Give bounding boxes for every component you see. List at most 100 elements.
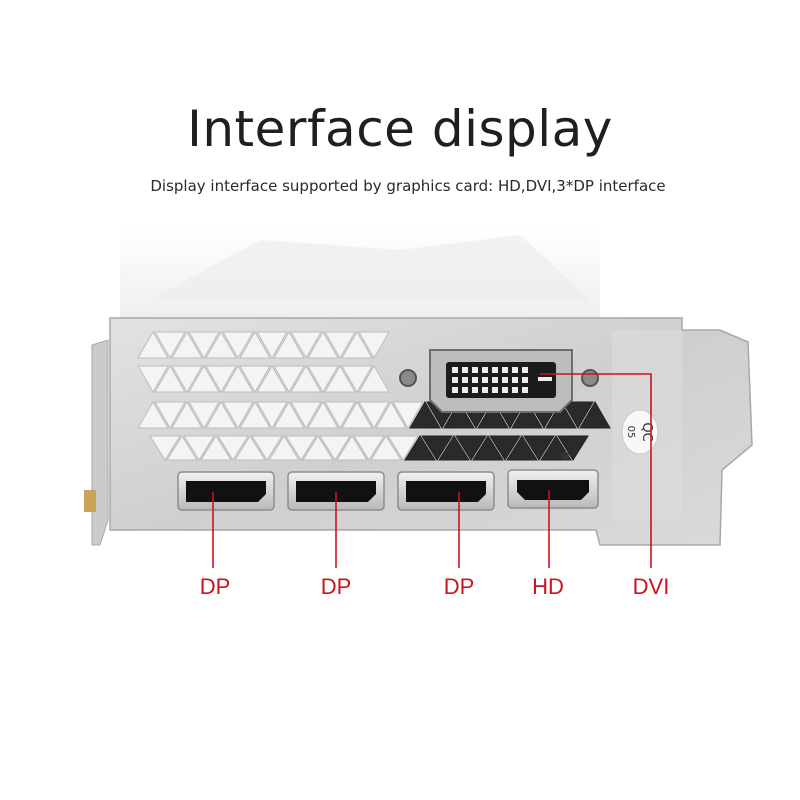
vent-hole [149, 435, 181, 461]
port-label-dp-2: DP [320, 574, 352, 599]
vent-hole [234, 435, 266, 461]
vent-hole [183, 435, 215, 461]
dvi-pin [492, 377, 498, 383]
vent-hole [290, 331, 322, 360]
vent-hole [421, 435, 453, 461]
card-body-faded [120, 228, 600, 328]
port-label-dp-1: DP [199, 574, 231, 599]
vent-hole [438, 435, 470, 461]
vent-hole [489, 435, 521, 461]
vent-hole [137, 365, 169, 394]
vent-hole [358, 364, 390, 393]
vent-hole [307, 365, 339, 394]
vent-hole [353, 435, 385, 461]
vent-hole [324, 401, 356, 430]
page-subtitle: Display interface supported by graphics … [150, 177, 666, 195]
vent-hole [217, 435, 249, 461]
vent-hole [251, 435, 283, 461]
vent-hole [404, 435, 436, 461]
dvi-pin [522, 367, 528, 373]
dvi-pin [452, 377, 458, 383]
vent-hole [409, 400, 441, 429]
vent-hole [222, 364, 254, 393]
port-hdmi [507, 452, 599, 509]
vent-hole [319, 435, 351, 461]
vent-hole [205, 400, 237, 429]
vent-hole [154, 401, 186, 430]
vent-hole [166, 435, 198, 461]
qc-sticker: QC 05 [621, 409, 659, 455]
vent-hole [273, 330, 305, 359]
vent-hole [188, 401, 220, 430]
vent-hole [256, 401, 288, 430]
port-dp-2 [287, 471, 385, 511]
vent-hole [455, 435, 487, 461]
vent-hole [341, 330, 373, 359]
vent-hole [222, 331, 254, 360]
vent-hole [171, 330, 203, 359]
dvi-pin [472, 387, 478, 393]
vent-hole [336, 435, 368, 461]
vent-hole [341, 400, 373, 429]
vent-hole [205, 365, 237, 394]
page-title: Interface display [187, 100, 613, 158]
vent-hole [256, 331, 288, 360]
vent-hole [154, 364, 186, 393]
callout-lines [212, 373, 652, 568]
vent-hole [307, 400, 339, 429]
dvi-pin [452, 387, 458, 393]
vent-hole [290, 401, 322, 430]
dvi-pin [472, 377, 478, 383]
dvi-pin [482, 367, 488, 373]
vent-hole [392, 401, 424, 430]
port-label-hd: HD [532, 574, 564, 599]
vent-hole [290, 364, 322, 393]
vent-hole [171, 365, 203, 394]
vent-hole [137, 400, 169, 429]
vent-hole [239, 365, 271, 394]
dvi-blade [538, 377, 552, 381]
vent-hole [256, 364, 288, 393]
vent-hole [154, 331, 186, 360]
dvi-connector [399, 349, 599, 413]
vent-hole [171, 400, 203, 429]
dvi-pin [492, 387, 498, 393]
qc-number: 05 [625, 426, 636, 439]
dvi-pin [482, 377, 488, 383]
vent-hole [579, 400, 611, 429]
dvi-pin [512, 387, 518, 393]
port-dp-3 [397, 471, 495, 511]
dvi-pin [472, 367, 478, 373]
port-dp-1 [177, 471, 275, 511]
dvi-pin [522, 387, 528, 393]
dvi-pin [462, 377, 468, 383]
vent-hole [511, 400, 543, 429]
bracket-vents [137, 330, 611, 461]
vent-hole [375, 400, 407, 429]
vent-hole [358, 401, 390, 430]
vent-hole [137, 330, 169, 359]
vent-hole [307, 330, 339, 359]
vent-hole [188, 364, 220, 393]
bracket-mount-tab [84, 339, 109, 546]
dvi-pin [502, 387, 508, 393]
port-label-dvi: DVI [632, 574, 670, 599]
vent-hole [472, 435, 504, 461]
dvi-pin [512, 377, 518, 383]
vent-hole [387, 435, 419, 461]
dvi-pin [462, 367, 468, 373]
vent-hole [273, 365, 305, 394]
vent-hole [188, 331, 220, 360]
vent-hole [324, 364, 356, 393]
vent-hole [562, 401, 594, 430]
vent-hole [268, 435, 300, 461]
vent-hole [239, 400, 271, 429]
vent-hole [324, 331, 356, 360]
vent-hole [443, 400, 475, 429]
dvi-pin [462, 387, 468, 393]
vent-hole [370, 435, 402, 461]
dvi-pin [482, 387, 488, 393]
vent-hole [239, 330, 271, 359]
dvi-pin [492, 367, 498, 373]
